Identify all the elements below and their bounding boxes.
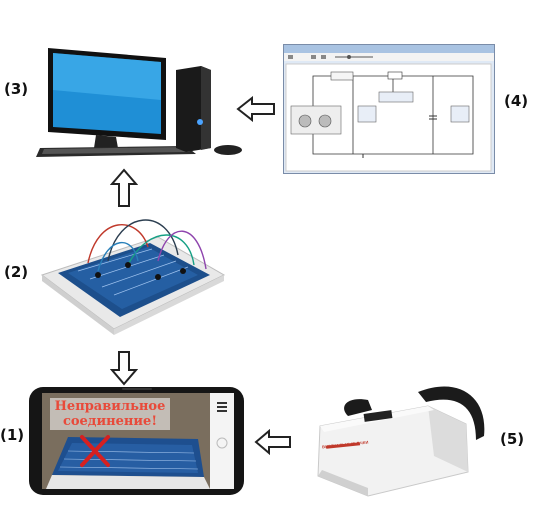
label-3: (3) — [4, 80, 29, 98]
vr-headset-icon — [317, 386, 485, 497]
arrow-down-to-phone — [110, 351, 138, 386]
arrow-up-to-computer — [110, 168, 138, 207]
ar-message-line-2: соединение! — [62, 414, 158, 429]
label-5: (5) — [500, 430, 525, 448]
circuit-software-window — [283, 44, 495, 174]
desktop-computer-icon — [36, 48, 242, 157]
ar-message-line-1: Неправильное — [54, 399, 166, 414]
label-1: (1) — [0, 426, 25, 444]
arrow-left-to-phone — [254, 429, 291, 455]
arrow-left-to-computer — [236, 96, 275, 122]
label-2: (2) — [4, 263, 29, 281]
ar-error-message: Неправильное соединение! — [50, 398, 170, 430]
label-4: (4) — [504, 92, 529, 110]
lab-breadboard-kit — [40, 219, 226, 335]
